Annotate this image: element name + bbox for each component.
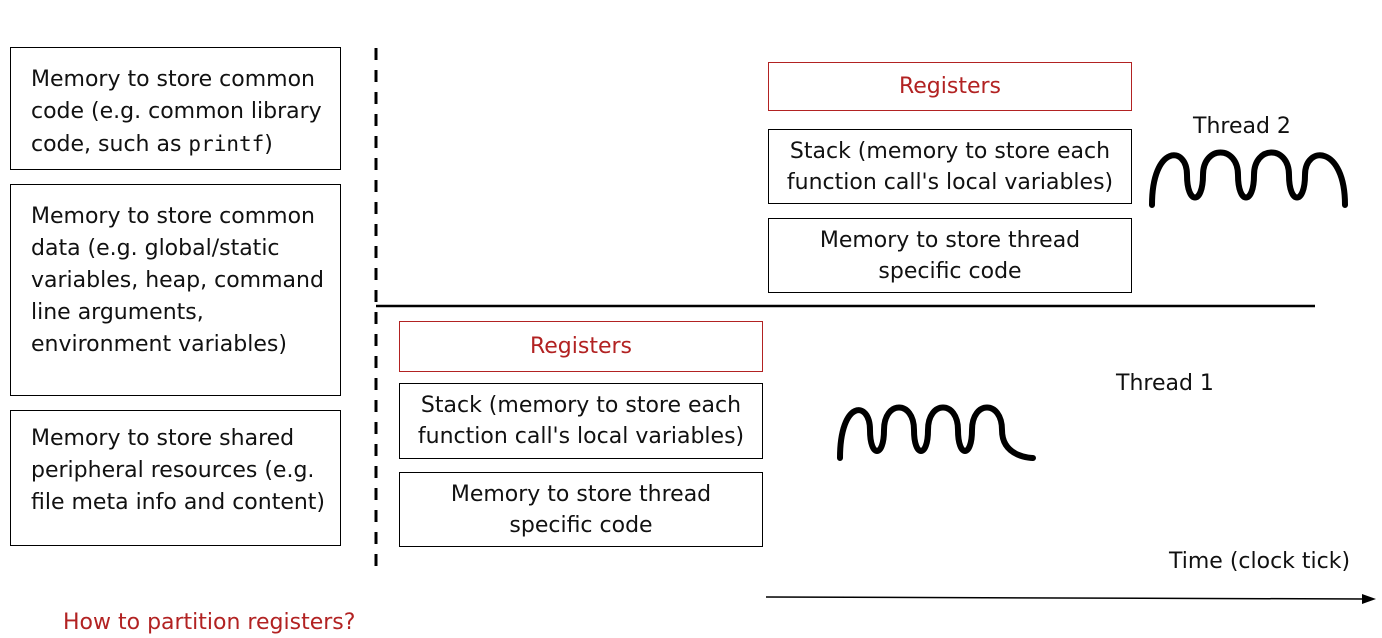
thread2-registers-label: Registers [898, 74, 1002, 99]
time-arrow-icon [765, 594, 1376, 604]
thread-wave-icon [1149, 149, 1348, 208]
thread1-stack-text: Stack (memory to store each function cal… [417, 393, 745, 449]
partition-question: How to partition registers? [63, 610, 356, 635]
thread2-stack-box: Stack (memory to store each function cal… [768, 129, 1132, 204]
thread2-label: Thread 2 [1193, 114, 1291, 139]
thread-wave-icon [837, 404, 1036, 461]
shared-peripheral-text: Memory to store shared peripheral resour… [31, 426, 326, 515]
shared-code-box: Memory to store common code (e.g. common… [10, 47, 341, 170]
thread2-code-text: Memory to store thread specific code [819, 227, 1081, 284]
shared-data-box: Memory to store common data (e.g. global… [10, 184, 341, 396]
thread1-registers-box: Registers [399, 321, 763, 372]
thread1-label: Thread 1 [1116, 371, 1214, 396]
thread2-stack-text: Stack (memory to store each function cal… [786, 138, 1114, 195]
thread1-code-box: Memory to store thread specific code [399, 472, 763, 547]
shared-data-text: Memory to store common data (e.g. global… [31, 204, 324, 357]
shared-code-text: Memory to store common code (e.g. common… [31, 67, 322, 157]
shared-peripheral-box: Memory to store shared peripheral resour… [10, 410, 341, 546]
thread2-code-box: Memory to store thread specific code [768, 218, 1132, 293]
time-label: Time (clock tick) [1169, 549, 1351, 574]
thread1-stack-box: Stack (memory to store each function cal… [399, 383, 763, 459]
thread2-registers-box: Registers [768, 62, 1132, 111]
shared-code-suffix: ) [264, 132, 273, 157]
printf-code: printf [188, 132, 265, 156]
thread1-registers-label: Registers [529, 334, 633, 359]
thread1-code-text: Memory to store thread specific code [450, 481, 712, 538]
